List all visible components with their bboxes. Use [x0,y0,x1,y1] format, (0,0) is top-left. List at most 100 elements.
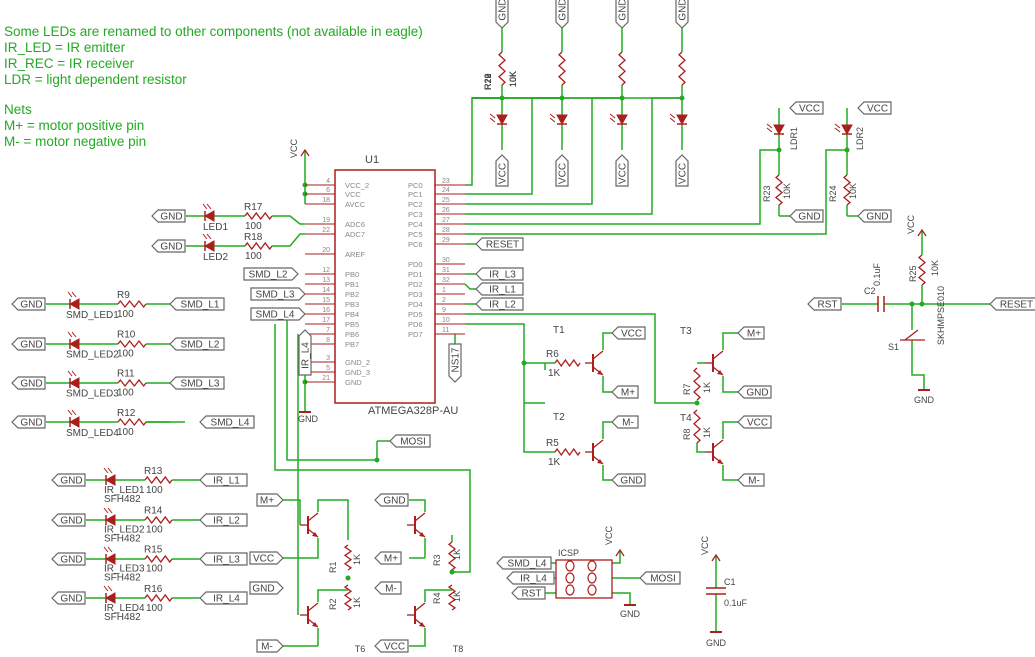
led [103,467,109,474]
net-label [169,297,225,311]
component-label: PB1 [345,280,359,289]
resistor [447,584,457,611]
component-label: IR_LED3 [104,564,145,575]
net-label [555,154,569,187]
net-label [199,591,248,605]
wire [452,560,471,573]
component-label: T6 [355,644,366,654]
net-label-text: GND [383,496,405,507]
component-label: 23 [442,178,450,185]
net-label [807,297,842,311]
component-label: PD5 [408,310,423,319]
component-label: 27 [442,217,450,224]
wire [274,324,471,560]
led [609,117,616,123]
net-label-text: GND [746,388,768,399]
note-line: IR_REC = IR receiver [4,56,135,71]
component-label: 100 [117,309,134,320]
resistor [117,417,147,427]
net-label-text: M+ [621,388,635,399]
net-label-text: M- [748,476,760,487]
wire [272,233,305,247]
component-label: 12 [322,267,330,274]
wire [465,149,847,235]
wire [722,332,738,350]
resistor [343,544,353,571]
component-label: GND [345,378,362,387]
led [68,377,80,389]
component-label: IR_LED1 [104,485,145,496]
led [766,123,773,129]
vcc-symbol [917,228,927,237]
net-label-text: SMD_L4 [256,310,295,321]
wire [722,465,738,481]
component-label: AVCC [345,200,366,209]
net-label-text: GND [678,0,689,21]
led [549,117,556,123]
resistor [144,475,173,485]
wire [424,589,452,602]
transistor [597,370,603,375]
wire [523,403,555,453]
net-label [51,591,86,605]
component-label: PC3 [408,210,423,219]
net-label-text: RST [818,300,838,311]
led [107,467,113,474]
component-label: R24 [828,185,838,202]
led [841,124,853,136]
component-label: ADC7 [345,230,365,239]
net-label-text: M- [385,584,397,595]
net-label-text: GND [60,476,82,487]
resistor [117,378,147,388]
resistor [117,299,147,309]
led [496,114,508,126]
net-label-text: SMD_L2 [249,270,288,281]
junction-dot [374,457,380,463]
component-label: LDR1 [789,127,799,150]
component-label: 26 [442,207,450,214]
net-label [611,415,639,429]
led [549,113,556,119]
resistor [144,593,173,603]
junction-dot [521,360,527,366]
led [202,233,208,240]
resistor [244,241,273,251]
net-label [475,237,524,251]
icsp-pin [587,572,597,584]
resistor [917,254,927,286]
net-label [789,101,824,115]
net-label-text: SMD_L4 [508,559,547,570]
component-label: 15 [322,297,330,304]
net-label-text: IR_L4 [213,594,240,605]
net-label [506,571,555,585]
component-label: PB6 [345,330,359,339]
net-label [475,267,524,281]
wire [602,376,612,393]
component-label: T1 [553,325,565,336]
led [556,114,568,126]
net-label-text: SMD_L3 [181,379,220,390]
led [206,233,212,240]
component-label: T2 [553,412,565,423]
wire [722,376,738,393]
net-label [298,329,312,376]
led [67,370,73,377]
net-label-text: GND [20,340,42,351]
component-label: R10 [117,329,136,340]
net-label [169,376,225,390]
component-label: PC2 [408,200,423,209]
resistor [117,339,147,349]
component-label: 100 [146,564,163,575]
wire [696,443,705,453]
wire [612,592,631,605]
resistor [554,447,581,457]
component-label: PC5 [408,230,423,239]
vcc-symbol [300,148,310,157]
net-label-text: IR_L1 [489,285,516,296]
net-label-text: GND [20,418,42,429]
component-label: R23 [762,185,772,202]
led [71,370,77,377]
led [616,114,628,126]
led [203,210,215,222]
